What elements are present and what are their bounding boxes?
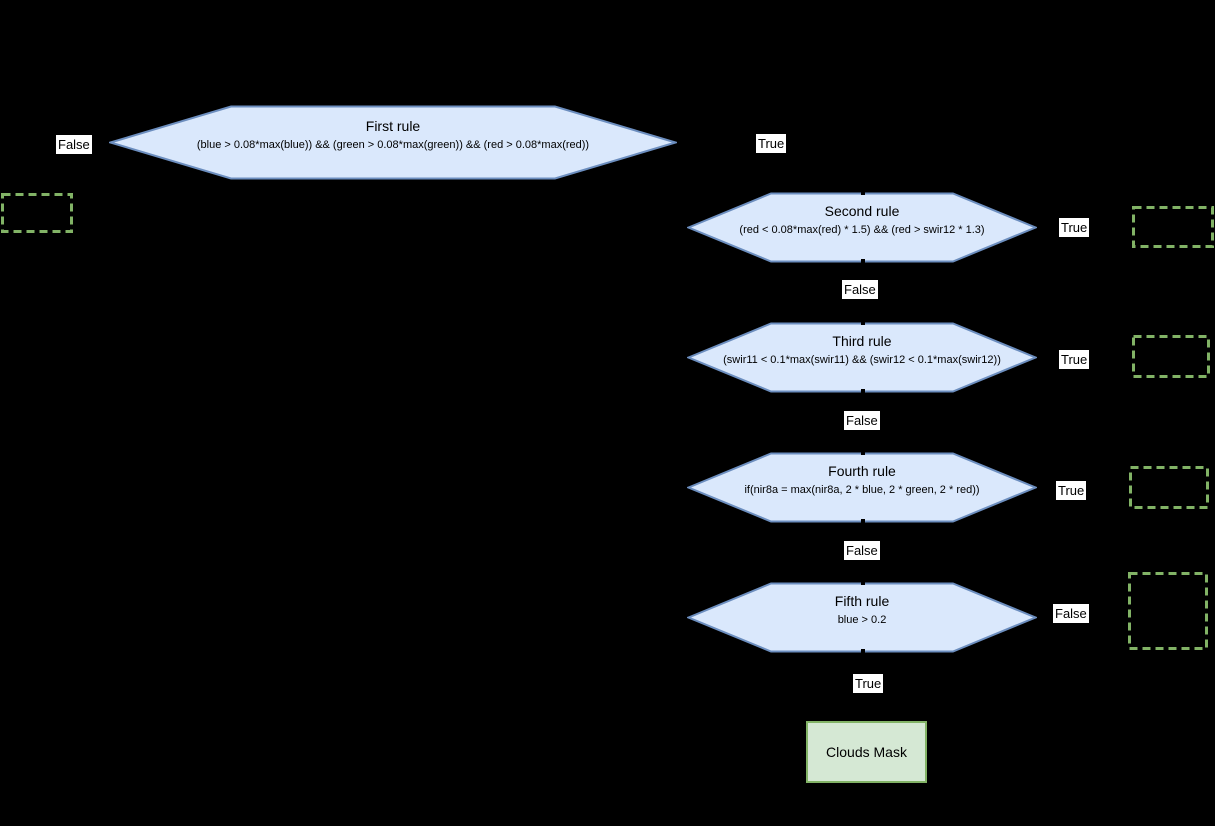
edge-label-third-rule-false: False xyxy=(844,411,880,430)
hexagon-shape xyxy=(109,105,677,180)
target-placeholder-first-rule-false xyxy=(1,193,73,238)
connector-stub xyxy=(861,190,865,195)
edge-label-second-rule-true: True xyxy=(1059,218,1090,237)
edge-label-first-rule-false: False xyxy=(56,135,92,154)
connector-stub xyxy=(861,389,865,394)
connector-stub xyxy=(861,580,865,585)
edge-label-fourth-rule-true: True xyxy=(1056,481,1087,500)
connector-stub xyxy=(861,259,865,264)
connector-stub xyxy=(861,320,865,325)
target-placeholder-third-rule-true xyxy=(1132,335,1210,383)
hexagon-shape xyxy=(687,582,1037,653)
hexagon-shape xyxy=(687,322,1037,393)
node-second-rule: Second rule (red < 0.08*max(red) * 1.5) … xyxy=(687,192,1037,263)
node-fourth-rule: Fourth rule if(nir8a = max(nir8a, 2 * bl… xyxy=(687,452,1037,523)
connector-stub xyxy=(861,519,865,524)
target-placeholder-second-rule-true xyxy=(1132,206,1214,253)
edge-label-second-rule-false: False xyxy=(842,280,878,299)
edge-label-first-rule-true: True xyxy=(756,134,787,153)
hexagon-shape xyxy=(687,192,1037,263)
node-first-rule: First rule (blue > 0.08*max(blue)) && (g… xyxy=(109,105,677,180)
edge-label-third-rule-true: True xyxy=(1059,350,1090,369)
node-third-rule: Third rule (swir11 < 0.1*max(swir11) && … xyxy=(687,322,1037,393)
edge-label-fourth-rule-false: False xyxy=(844,541,880,560)
edge-label-fifth-rule-true: True xyxy=(853,674,884,693)
connector-stub xyxy=(861,649,865,654)
hexagon-shape xyxy=(687,452,1037,523)
terminal-label: Clouds Mask xyxy=(826,744,907,760)
connector-stub xyxy=(861,450,865,455)
terminal-clouds-mask: Clouds Mask xyxy=(806,721,927,783)
target-placeholder-fifth-rule-false xyxy=(1128,572,1208,655)
edge-label-fifth-rule-false: False xyxy=(1053,604,1089,623)
target-placeholder-fourth-rule-true xyxy=(1129,466,1209,514)
node-fifth-rule: Fifth rule blue > 0.2 xyxy=(687,582,1037,653)
